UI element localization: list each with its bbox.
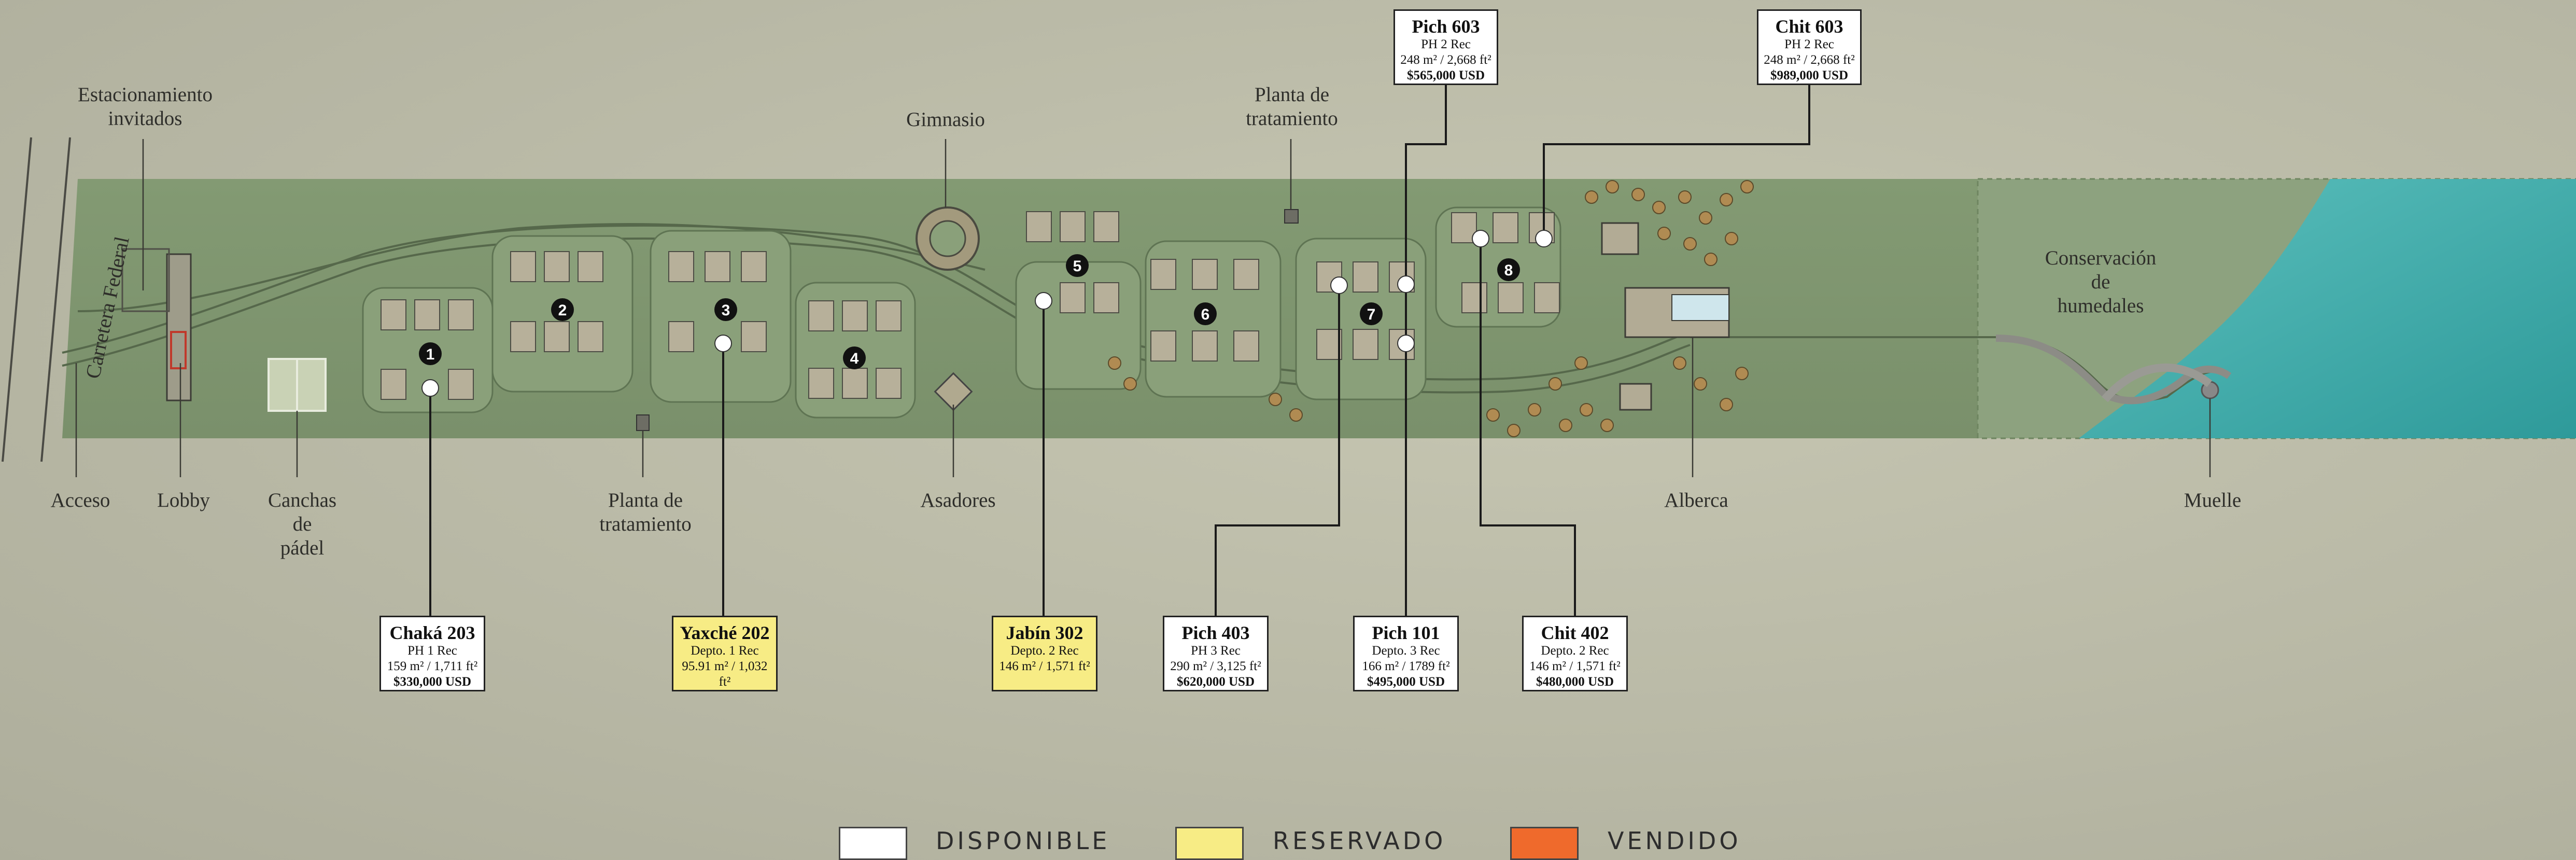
unit-card-yaxche-202[interactable]: Yaxché 202 Depto. 1 Rec 95.91 m² / 1,032… <box>672 616 778 691</box>
unit-name: Pich 603 <box>1412 16 1480 37</box>
label-planta-bottom: Planta de tratamiento <box>599 489 692 535</box>
treatment-plant-bottom <box>636 414 650 431</box>
unit-type: PH 2 Rec <box>1421 37 1471 51</box>
unit-type: Depto. 1 Rec <box>691 644 759 658</box>
unit-marker[interactable] <box>714 335 732 352</box>
unit-price: $495,000 USD <box>1367 675 1445 689</box>
unit-area: 248 m² / 2,668 ft² <box>1400 53 1491 67</box>
cluster-number: 7 <box>1367 306 1376 323</box>
unit-card-chaka-203[interactable]: Chaká 203 PH 1 Rec 159 m² / 1,711 ft² $3… <box>379 616 485 691</box>
unit-name: Chaká 203 <box>389 622 475 643</box>
unit-card-chit-603[interactable]: Chit 603 PH 2 Rec 248 m² / 2,668 ft² $98… <box>1757 9 1862 85</box>
unit-area: 95.91 m² / 1,032 ft² <box>682 659 768 689</box>
unit-area: 146 m² / 1,571 ft² <box>1529 659 1621 673</box>
unit-marker[interactable] <box>1035 292 1052 310</box>
unit-marker[interactable] <box>1397 335 1415 352</box>
legend-label-reservado: RESERVADO <box>1273 827 1446 855</box>
treatment-plant-top <box>1284 209 1299 224</box>
cluster-number: 2 <box>558 302 567 319</box>
unit-type: Depto. 2 Rec <box>1541 644 1609 658</box>
unit-marker[interactable] <box>1397 275 1415 293</box>
label-asadores: Asadores <box>920 489 996 511</box>
unit-price: $620,000 USD <box>1176 675 1255 689</box>
cluster-number: 5 <box>1073 258 1082 275</box>
unit-card-pich-403[interactable]: Pich 403 PH 3 Rec 290 m² / 3,125 ft² $62… <box>1163 616 1269 691</box>
unit-area: 248 m² / 2,668 ft² <box>1764 53 1855 67</box>
cluster-number: 6 <box>1201 306 1210 323</box>
amenities <box>121 206 1730 431</box>
unit-area: 166 m² / 1789 ft² <box>1362 659 1450 673</box>
label-lobby: Lobby <box>157 489 210 511</box>
legend-label-disponible: DISPONIBLE <box>936 827 1110 855</box>
unit-marker[interactable] <box>1472 230 1489 247</box>
pool <box>1671 294 1729 321</box>
boardwalk <box>1995 335 2232 405</box>
label-lines <box>75 139 2211 477</box>
legend-swatch-disponible <box>839 827 907 860</box>
cluster-number: 4 <box>850 350 859 367</box>
unit-type: Depto. 2 Rec <box>1010 644 1079 658</box>
legend-swatch-vendido <box>1510 827 1579 860</box>
lobby-building <box>166 253 192 401</box>
cluster-number: 1 <box>426 346 435 363</box>
unit-area: 290 m² / 3,125 ft² <box>1170 659 1261 673</box>
pier-curve <box>2101 363 2213 403</box>
unit-name: Chit 603 <box>1775 16 1843 37</box>
club-house <box>1601 222 1639 255</box>
unit-type: Depto. 3 Rec <box>1372 644 1440 658</box>
cluster-number: 8 <box>1504 262 1513 279</box>
service-building <box>1619 383 1652 411</box>
leader-lines <box>429 84 1810 617</box>
label-canchas: Canchas de pádel <box>268 489 337 559</box>
unit-type: PH 1 Rec <box>407 644 457 658</box>
unit-area: 146 m² / 1,571 ft² <box>999 659 1090 673</box>
unit-card-jabin-302[interactable]: Jabín 302 Depto. 2 Rec 146 m² / 1,571 ft… <box>992 616 1097 691</box>
unit-markers <box>421 230 1553 397</box>
unit-price: $565,000 USD <box>1406 68 1485 82</box>
cluster-number: 3 <box>722 302 730 319</box>
lobby-marker <box>170 331 187 369</box>
unit-name: Chit 402 <box>1541 622 1609 643</box>
label-conservacion: Conservación de humedales <box>2045 247 2157 317</box>
federal-road <box>2 137 71 462</box>
unit-area: 159 m² / 1,711 ft² <box>387 659 478 673</box>
legend-label-vendido: VENDIDO <box>1608 827 1741 855</box>
unit-price: $480,000 USD <box>1536 675 1614 689</box>
label-muelle: Muelle <box>2184 489 2242 511</box>
unit-marker[interactable] <box>1535 230 1553 247</box>
label-estacionamiento: Estacionamiento invitados <box>78 84 213 130</box>
unit-name: Pich 101 <box>1372 622 1440 643</box>
label-acceso: Acceso <box>50 489 110 511</box>
unit-card-pich-603[interactable]: Pich 603 PH 2 Rec 248 m² / 2,668 ft² $56… <box>1393 9 1498 85</box>
label-planta-top: Planta de tratamiento <box>1246 84 1338 130</box>
label-alberca: Alberca <box>1664 489 1728 511</box>
bbq-area <box>934 372 973 411</box>
cluster-badges: 1 2 3 4 5 6 7 8 <box>419 254 1520 369</box>
unit-marker[interactable] <box>1330 276 1348 294</box>
unit-card-pich-101[interactable]: Pich 101 Depto. 3 Rec 166 m² / 1789 ft² … <box>1353 616 1459 691</box>
unit-name: Yaxché 202 <box>680 622 770 643</box>
trees <box>1108 180 1754 437</box>
buildings <box>381 211 1560 400</box>
label-gimnasio: Gimnasio <box>906 108 985 131</box>
unit-name: Pich 403 <box>1181 622 1250 643</box>
unit-type: PH 3 Rec <box>1191 644 1241 658</box>
unit-card-chit-402[interactable]: Chit 402 Depto. 2 Rec 146 m² / 1,571 ft²… <box>1522 616 1628 691</box>
unit-name: Jabín 302 <box>1006 622 1083 643</box>
legend-swatch-reservado <box>1175 827 1244 860</box>
unit-marker[interactable] <box>421 379 439 397</box>
unit-price: $989,000 USD <box>1770 68 1848 82</box>
unit-price: $330,000 USD <box>393 675 471 689</box>
unit-type: PH 2 Rec <box>1784 37 1834 51</box>
guest-parking <box>121 248 170 312</box>
